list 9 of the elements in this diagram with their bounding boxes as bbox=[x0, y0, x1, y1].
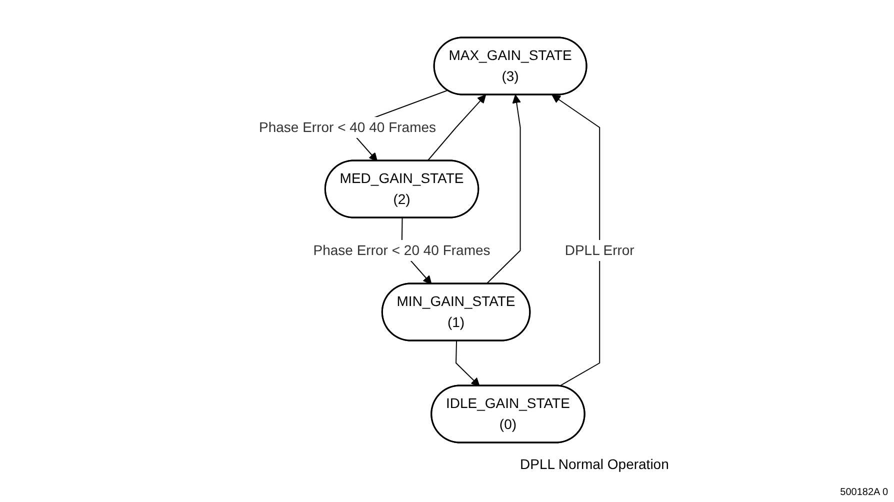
edge-label: Phase Error < 20 40 Frames bbox=[314, 242, 491, 258]
edge-label: Phase Error < 40 40 Frames bbox=[259, 119, 436, 135]
edge-label: DPLL Error bbox=[565, 242, 635, 258]
arrow bbox=[427, 94, 486, 162]
arrow bbox=[456, 340, 480, 386]
arrow bbox=[552, 94, 600, 387]
note-text: DPLL Normal Operation bbox=[520, 456, 669, 472]
figure-number: 500182A 0 bbox=[840, 487, 888, 498]
arrow bbox=[486, 94, 522, 284]
